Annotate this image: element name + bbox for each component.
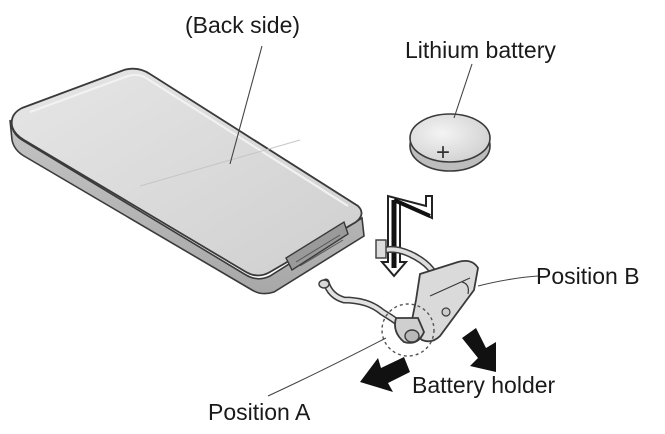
position-b-leader xyxy=(477,275,539,287)
battery-plus-sign: + xyxy=(436,139,450,166)
battery-holder-label: Battery holder xyxy=(412,372,556,398)
holder-body xyxy=(409,259,479,343)
push-arrow xyxy=(360,357,410,392)
insert-arrow xyxy=(379,194,433,278)
battery-face xyxy=(409,113,491,163)
position-b-label: Position B xyxy=(536,263,640,289)
battery-holder xyxy=(318,239,479,357)
back-side-leader xyxy=(229,45,263,165)
position-a-label: Position A xyxy=(208,399,311,425)
lithium-battery-leader xyxy=(453,63,473,119)
remote-slot-ridges xyxy=(295,234,344,267)
remote-surface-line xyxy=(139,139,301,187)
back-side-label: (Back side) xyxy=(185,12,300,38)
remote-control xyxy=(9,67,365,295)
position-a-leader xyxy=(267,337,387,397)
slide-out-arrow xyxy=(462,328,496,372)
lithium-battery-label: Lithium battery xyxy=(405,37,556,63)
remote-bevel xyxy=(29,73,349,207)
remote-side xyxy=(9,119,365,295)
remote-battery-slot xyxy=(285,220,349,272)
position-a-highlight xyxy=(381,303,435,357)
holder-screw xyxy=(441,307,451,317)
lithium-battery: + xyxy=(409,113,491,172)
